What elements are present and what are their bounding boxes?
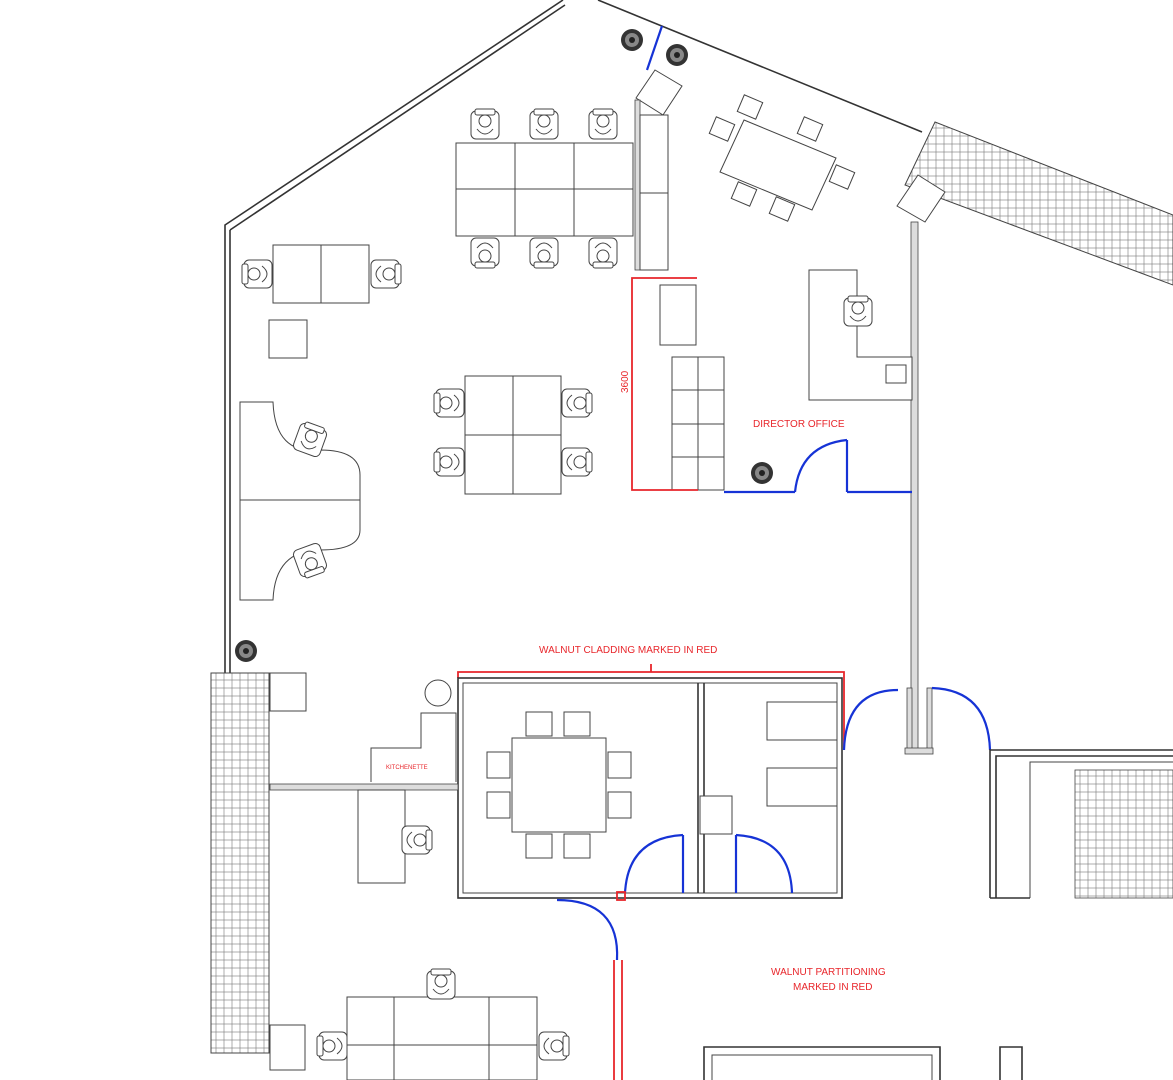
storage-partition [634,25,725,491]
walnut-cladding-partition: 3600 [620,277,698,491]
lower-right-walls [703,1046,1023,1080]
desk-cluster-bottom [316,968,570,1080]
lower-door [556,891,626,1080]
room-label-director-office: DIRECTOR OFFICE [753,419,845,430]
walnut-cladding-label: WALNUT CLADDING MARKED IN RED [539,645,717,656]
meeting-room [457,664,899,899]
kitchenette: KITCHENETTE [269,679,459,884]
director-office: DIRECTOR OFFICE [724,269,913,494]
curved-workstations [239,401,361,601]
glazed-wall-diagonal [896,121,1173,286]
outer-walls [224,0,923,675]
entrance-doors [904,686,992,755]
desk-cluster-middle [433,375,593,495]
director-office-east-wall [910,221,919,753]
desk-pair-left [241,244,402,359]
desk-cluster-top [455,108,634,269]
walnut-partitioning-label-1: WALNUT PARTITIONING [771,967,886,978]
kitchenette-label: KITCHENETTE [386,765,428,771]
glazed-wall-left [210,672,307,1071]
stairs [989,749,1173,899]
director-meeting-table [708,94,856,222]
dimension-label: 3600 [620,370,631,393]
walnut-partitioning-label-2: MARKED IN RED [793,982,872,993]
